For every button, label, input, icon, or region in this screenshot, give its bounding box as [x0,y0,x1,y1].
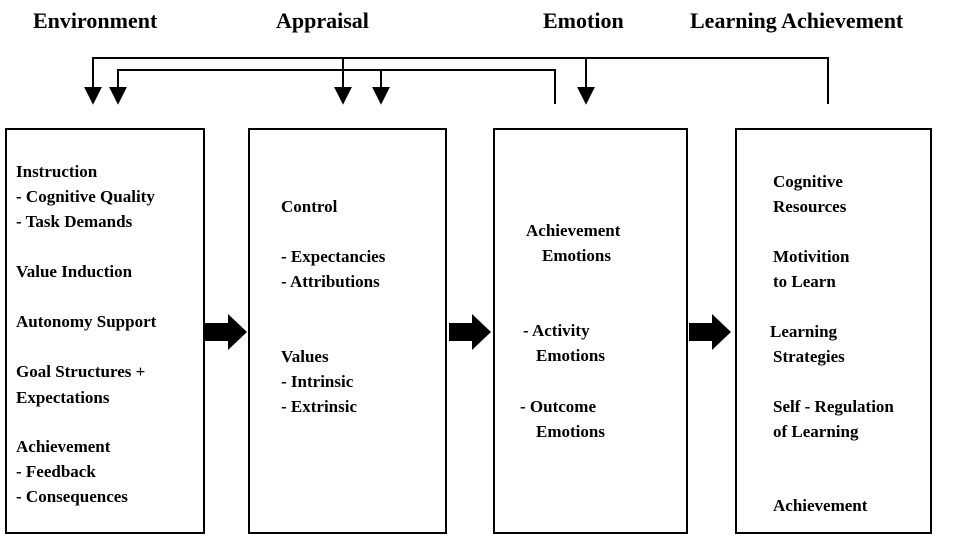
header-learning-achievement: Learning Achievement [690,8,904,33]
learning-cognitive-line2: Resources [773,197,847,216]
feedback-line-emotion-to-environment [109,69,556,105]
emotion-achievement-line1: Achievement [526,221,621,240]
env-value-induction: Value Induction [16,262,133,281]
learning-motivation-line1: Motivition [773,247,850,266]
block-arrow-environment-to-appraisal [205,314,247,350]
appraisal-values: Values [281,347,329,366]
environment-box: Instruction - Cognitive Quality - Task D… [5,128,205,534]
learning-strategies-line1: Learning [770,322,838,341]
emotion-box: Achievement Emotions - Activity Emotions… [493,128,688,534]
header-environment: Environment [33,8,158,33]
env-expectations: Expectations [16,388,110,407]
block-arrow-appraisal-to-emotion [449,314,491,350]
appraisal-control: Control [281,197,338,216]
feedback-line-learning-to-environment [84,57,829,105]
emotion-outcome-line2: Emotions [536,422,605,441]
appraisal-intrinsic: - Intrinsic [281,372,354,391]
header-appraisal: Appraisal [276,8,369,33]
learning-regulation-line2: of Learning [773,422,859,441]
header-emotion: Emotion [543,8,624,33]
appraisal-expectancies: - Expectancies [281,247,386,266]
emotion-achievement-line2: Emotions [542,246,611,265]
learning-regulation-line1: Self - Regulation [773,397,894,416]
appraisal-box: Control - Expectancies - Attributions Va… [248,128,447,534]
env-autonomy-support: Autonomy Support [16,312,157,331]
learning-motivation-line2: to Learn [773,272,836,291]
env-achievement: Achievement [16,437,111,456]
env-feedback: - Feedback [16,462,96,481]
env-goal-structures: Goal Structures + [16,362,146,381]
emotion-outcome-line1: - Outcome [520,397,597,416]
learning-cognitive-line1: Cognitive [773,172,843,191]
appraisal-attributions: - Attributions [281,272,380,291]
env-cognitive-quality: - Cognitive Quality [16,187,155,206]
learning-strategies-line2: Strategies [773,347,845,366]
learning-achievement-result: Achievement [773,496,868,515]
block-arrow-emotion-to-learning [689,314,731,350]
emotion-activity-line1: - Activity [523,321,590,340]
env-instruction: Instruction [16,162,98,181]
learning-achievement-box: Cognitive Resources Motivition to Learn … [735,128,932,534]
emotion-activity-line2: Emotions [536,346,605,365]
appraisal-extrinsic: - Extrinsic [281,397,358,416]
env-consequences: - Consequences [16,487,128,506]
env-task-demands: - Task Demands [16,212,133,231]
